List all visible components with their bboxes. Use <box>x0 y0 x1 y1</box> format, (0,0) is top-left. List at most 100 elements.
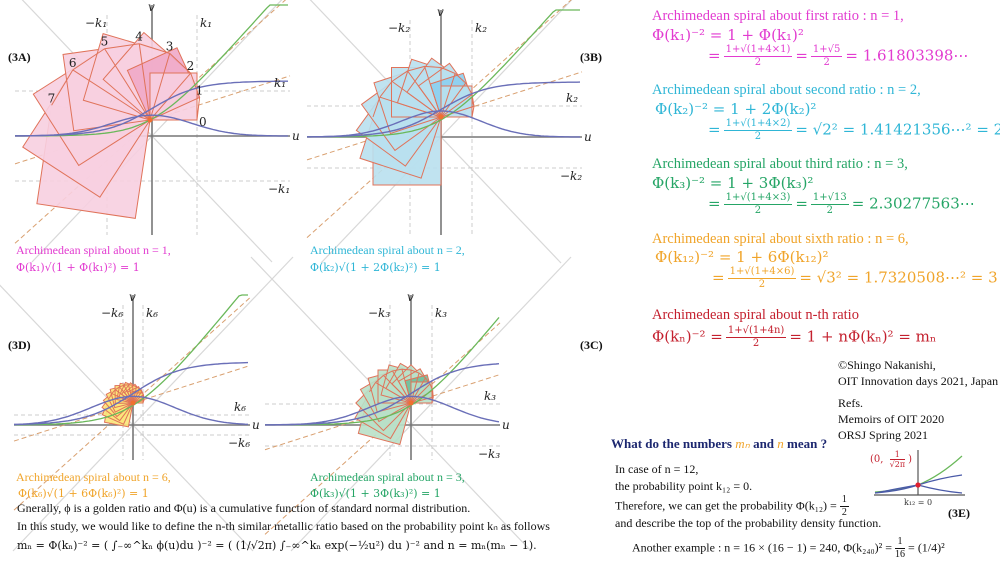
caption-3b-equation: Φ(k₂)√(1 + 2Φ(k₂)²) = 1 <box>310 261 441 274</box>
spiral-radius <box>119 386 134 404</box>
ratio-2-title: Archimedean spiral about second ratio : … <box>652 82 921 98</box>
caption-3a-title: Archimedean spiral about n = 1, <box>16 243 171 257</box>
question-heading: What do the numbers mₙ and n mean ? <box>611 436 828 451</box>
k-right-label: k₃ <box>484 389 496 403</box>
spiral-radius <box>132 386 137 404</box>
credit-event: OIT Innovation days 2021, Japan <box>838 374 999 388</box>
k-right-label: k₁ <box>274 76 286 90</box>
orange-dashed-line <box>264 322 501 535</box>
spiral-chord <box>410 369 420 374</box>
k-top-label: k₁ <box>200 16 212 30</box>
inset-peak-point <box>915 482 921 488</box>
orange-dashed-line <box>306 0 572 238</box>
spiral-radius <box>123 385 134 404</box>
inset-3e-plot <box>874 450 965 496</box>
spiral-chord <box>196 97 201 121</box>
caption-3d-equation: Φ(k₆)√(1 + 6Φ(k₆)²) = 1 <box>18 487 149 500</box>
spiral-center-point <box>438 114 444 120</box>
caption-3d-title: Archimedean spiral about n = 6, <box>16 470 171 484</box>
spiral-step-number: 4 <box>135 30 143 44</box>
neg-k-right-label: −k₃ <box>478 447 500 461</box>
diagonal-line <box>12 256 294 552</box>
spiral-chord <box>454 73 467 84</box>
u-axis-label: u <box>502 418 510 432</box>
spiral-step-number: 2 <box>187 59 195 73</box>
spiral-radius <box>149 53 171 121</box>
spiral-chord <box>375 375 384 383</box>
spiral-center-point <box>408 400 414 406</box>
ratio-n-equation: Φ(kₙ)⁻² =1+√(1+4n)2= 1 + nΦ(kₙ)² = mₙ <box>652 325 937 349</box>
spiral-chord <box>115 386 120 391</box>
spiral-chord <box>104 43 140 50</box>
spiral-chord <box>432 390 434 398</box>
ref-orsj: ORSJ Spring 2021 <box>838 428 929 442</box>
spiral-radius <box>375 382 412 404</box>
pdf-curve <box>15 114 288 137</box>
panel-3c-spiral-plot: v u −k₃ k₃ k₃ −k₃ <box>250 256 572 552</box>
explain-line-1: In case of n = 12, <box>615 462 699 476</box>
spiral-center-point <box>130 400 136 406</box>
ratio-6-title: Archimedean spiral about sixth ratio : n… <box>652 231 909 247</box>
panel-label-3b: (3B) <box>580 50 602 64</box>
spiral-chord <box>51 69 74 106</box>
caption-3a-equation: Φ(k₁)√(1 + Φ(k₁)²) = 1 <box>16 261 140 274</box>
spiral-radius <box>440 105 475 118</box>
explain-another-example: Another example : n = 16 × (16 − 1) = 24… <box>632 536 945 560</box>
spiral-chord <box>369 382 376 393</box>
ratio-3-title: Archimedean spiral about third ratio : n… <box>652 156 908 172</box>
spiral-radius <box>138 43 151 121</box>
spiral-chord <box>136 386 140 390</box>
green-curve <box>14 294 248 426</box>
inset-axis-label: k₁₂ = 0 <box>904 498 933 507</box>
explain-line-4: and describe the top of the probability … <box>615 516 882 530</box>
bottom-line-2: In this study, we would like to define t… <box>17 519 550 533</box>
spiral-chord <box>132 384 137 388</box>
spiral-radius <box>410 377 426 404</box>
green-curve <box>307 9 580 138</box>
spiral-chord <box>407 65 425 72</box>
explain-line-2: the probability point k₁₂ = 0. <box>615 479 753 493</box>
v-axis-label: v <box>407 290 414 304</box>
spiral-radius <box>127 384 134 404</box>
spiral-chord <box>401 368 412 371</box>
spiral-radius <box>407 70 442 118</box>
spiral-radius <box>383 375 412 404</box>
spiral-chord <box>379 81 393 98</box>
bottom-line-1: Gnerally, ϕ is a golden ratio and Φ(u) i… <box>17 501 471 515</box>
cdf-curve <box>307 81 581 138</box>
spiral-chord <box>72 48 105 71</box>
pdf-curve <box>265 395 500 426</box>
spiral-radius <box>410 396 434 404</box>
neg-k-top-label: −k₃ <box>368 306 390 320</box>
k-top-label: k₃ <box>435 306 447 320</box>
k-top-label: k₂ <box>475 21 487 35</box>
caption-3c-title: Archimedean spiral about n = 3, <box>310 470 465 484</box>
spiral-radius <box>392 370 412 404</box>
bottom-line-3: mₙ = Φ(kₙ)⁻² = ( ∫₋∞^kₙ ϕ(u)du )⁻² = ( (… <box>17 539 537 552</box>
spiral-chord <box>139 43 170 54</box>
ratio-6-value: =1+√(1+4×6)2= √3² = 1.7320508⋯² = 3 <box>712 266 998 290</box>
caption-3b-title: Archimedean spiral about n = 2, <box>310 243 465 257</box>
spiral-radius <box>104 48 151 121</box>
caption-3c-equation: Φ(k₃)√(1 + 3Φ(k₃)²) = 1 <box>310 487 441 500</box>
spiral-chord <box>372 96 381 118</box>
spiral-radius <box>149 96 200 121</box>
spiral-chord <box>471 106 475 118</box>
spiral-chord <box>128 384 133 386</box>
spiral-step-number: 0 <box>199 115 207 129</box>
spiral-radius <box>72 69 151 121</box>
spiral-radius <box>410 383 431 404</box>
spiral-chord <box>108 393 113 399</box>
spiral-step-number: 5 <box>101 35 109 49</box>
explain-line-3: Therefore, we can get the probability Φ(… <box>615 494 849 518</box>
u-axis-label: u <box>252 418 260 432</box>
spiral-chord <box>465 82 473 95</box>
v-axis-label: v <box>129 290 136 304</box>
spiral-radius <box>424 66 442 118</box>
credit-author: ©Shingo Nakanishi, <box>838 358 936 372</box>
